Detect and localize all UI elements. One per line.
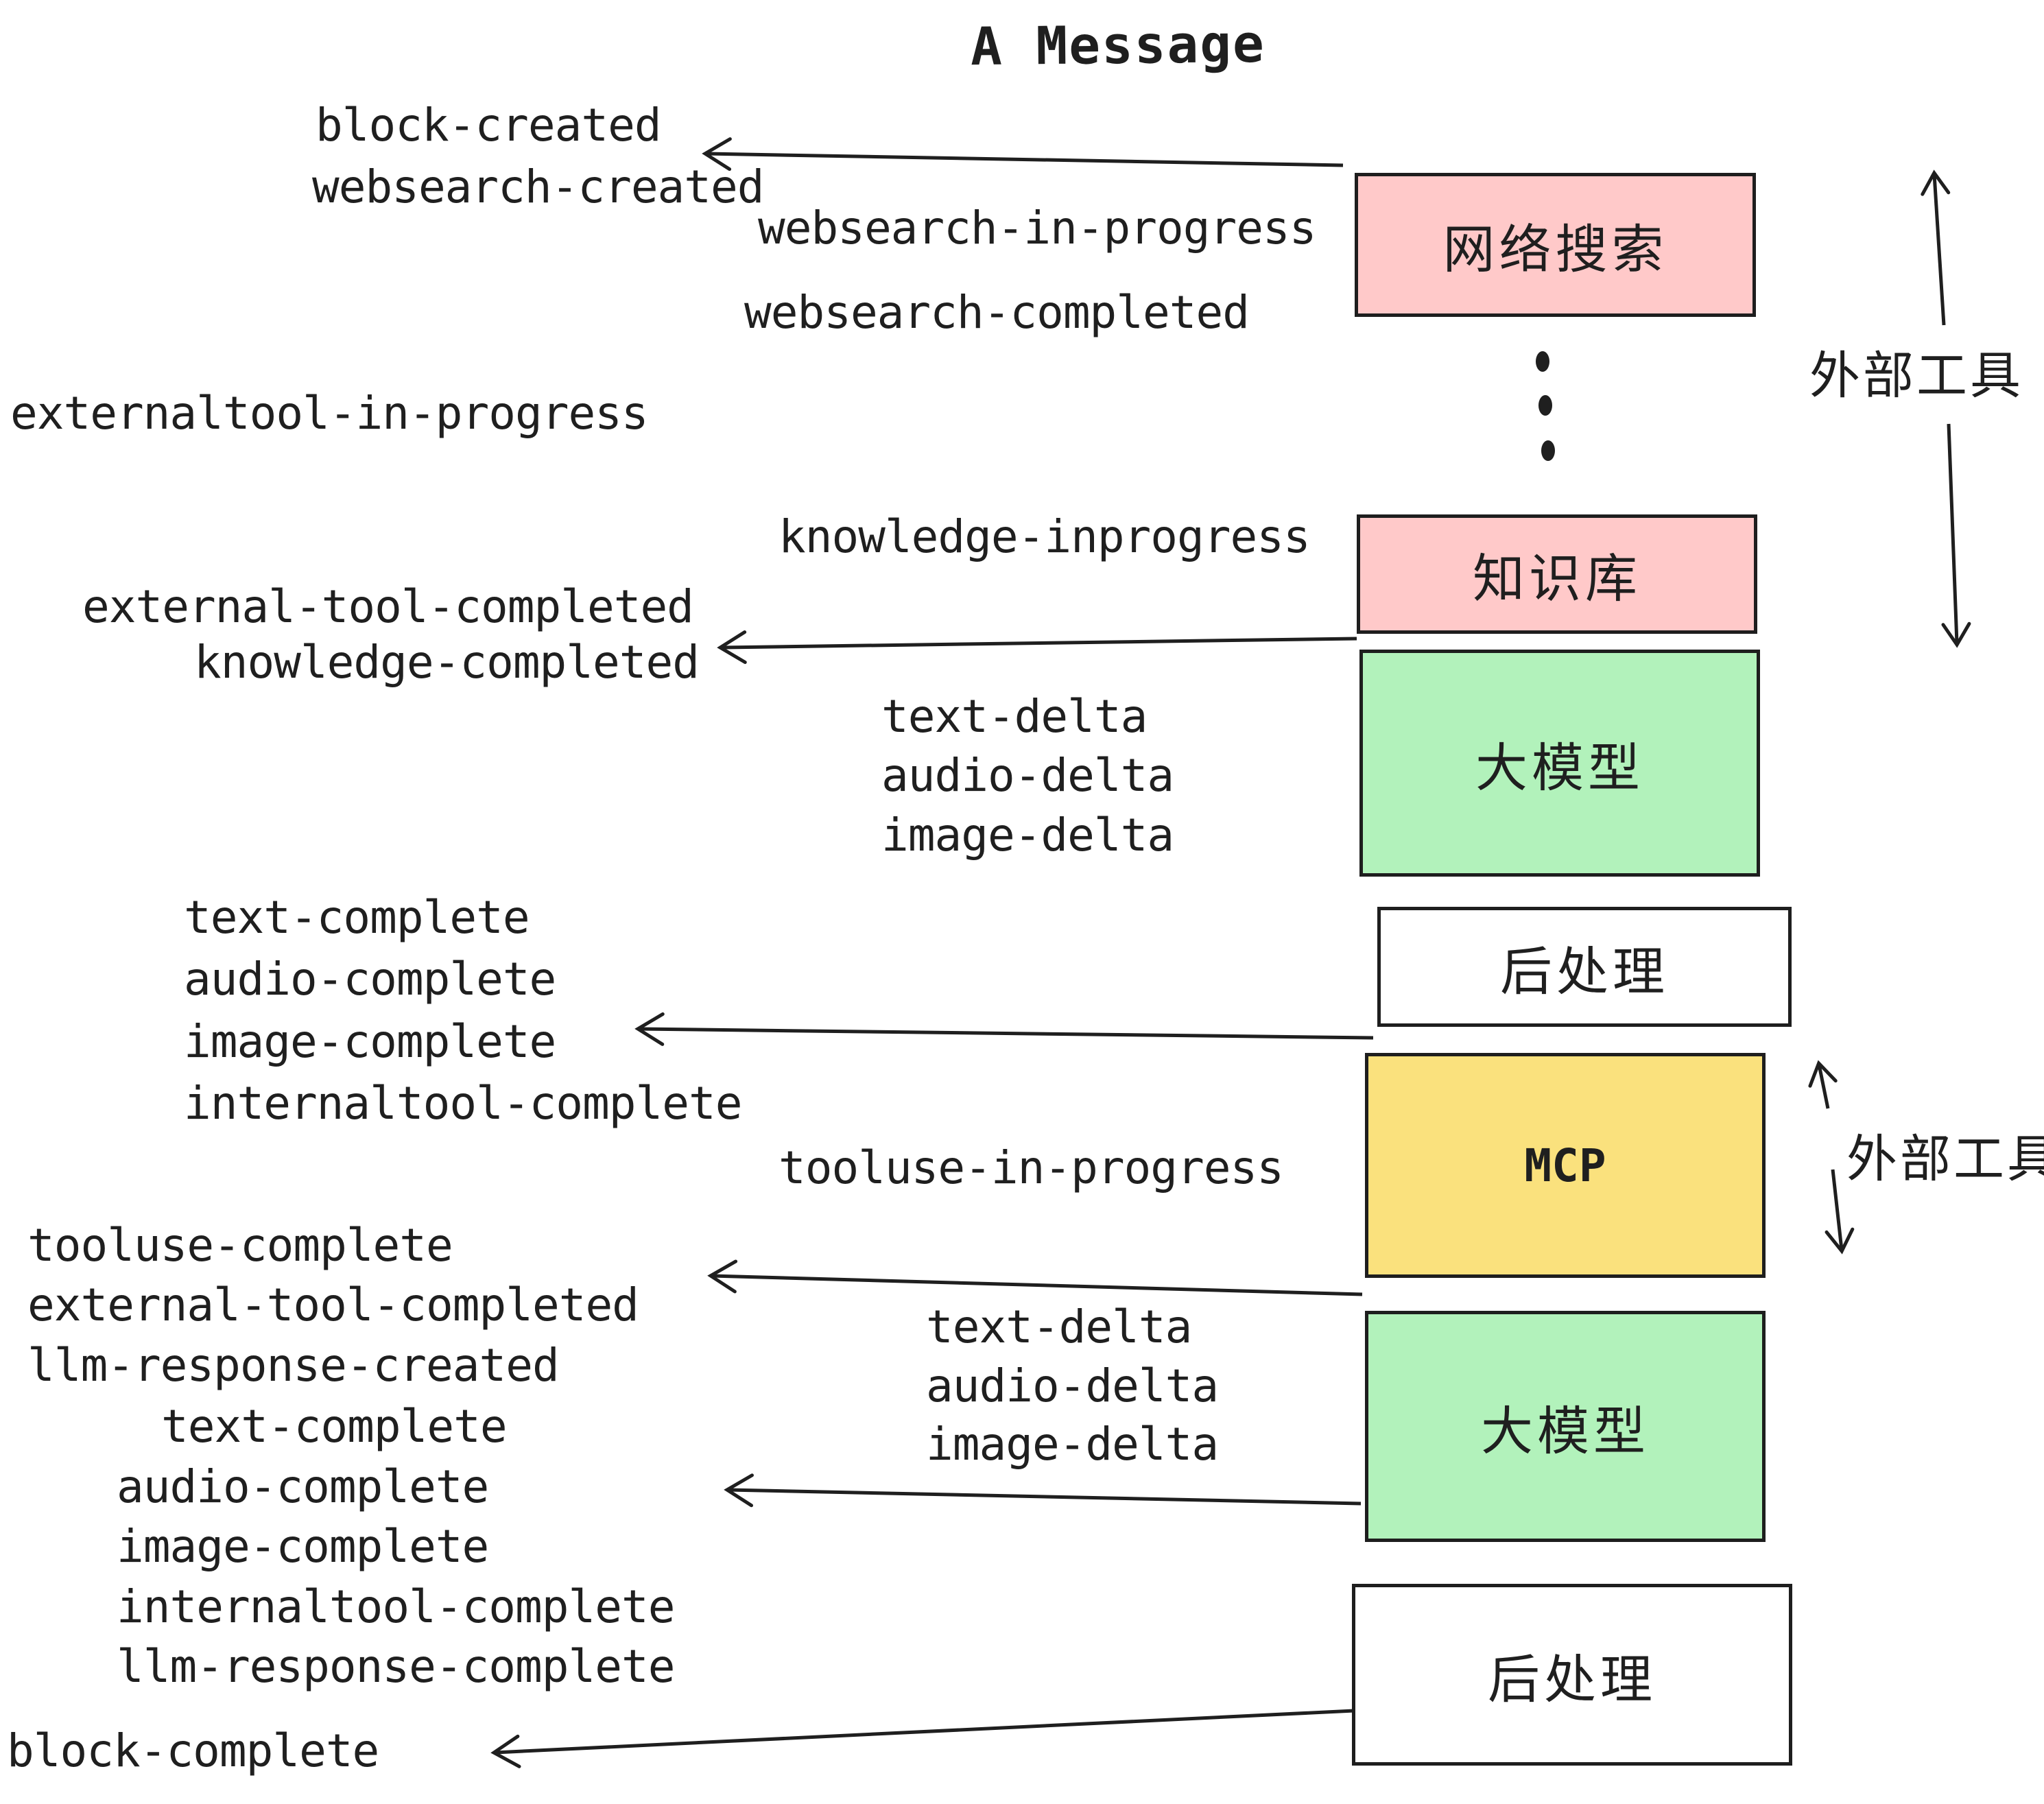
box-post-processing-bottom: 后处理 xyxy=(1352,1584,1792,1766)
box-llm-top-label: 大模型 xyxy=(1475,739,1644,798)
event-websearch-in-progress: websearch-in-progress xyxy=(758,202,1316,254)
event-audio-delta-1: audio-delta xyxy=(881,749,1174,802)
event-internaltool-complete-1: internaltool-complete xyxy=(184,1077,742,1130)
event-tooluse-complete: tooluse-complete xyxy=(27,1219,453,1272)
arrow-llm2-to-complete-group xyxy=(724,1473,1362,1508)
event-image-complete-1: image-complete xyxy=(184,1015,556,1068)
arrow-external-tools-up xyxy=(1921,169,1951,326)
event-tooluse-in-progress: tooluse-in-progress xyxy=(779,1141,1284,1194)
box-post-processing-top-label: 后处理 xyxy=(1500,942,1669,1001)
box-mcp: MCP xyxy=(1365,1053,1766,1278)
event-audio-complete-1: audio-complete xyxy=(184,953,556,1006)
event-audio-delta-2: audio-delta xyxy=(926,1360,1219,1412)
event-text-complete-2: text-complete xyxy=(161,1400,508,1453)
event-external-tool-completed-2: external-tool-completed xyxy=(27,1279,639,1331)
event-text-delta-2: text-delta xyxy=(926,1301,1192,1353)
box-llm-top: 大模型 xyxy=(1359,650,1760,877)
box-websearch: 网络搜索 xyxy=(1355,173,1756,317)
event-block-created: block-created xyxy=(316,99,662,152)
event-internaltool-complete-2: internaltool-complete xyxy=(117,1580,675,1633)
arrow-mcp-external-down xyxy=(1825,1169,1855,1255)
diagram-title: A Message xyxy=(970,12,1266,78)
event-text-delta-1: text-delta xyxy=(881,690,1148,743)
event-image-delta-1: image-delta xyxy=(881,809,1174,862)
event-websearch-completed: websearch-completed xyxy=(744,286,1250,339)
side-label-external-tools-top: 外部工具 xyxy=(1809,347,2023,404)
event-image-complete-2: image-complete xyxy=(117,1520,489,1573)
arrow-post2-to-block-complete xyxy=(490,1709,1355,1768)
event-llm-response-complete: llm-response-complete xyxy=(117,1640,675,1693)
event-external-tool-completed: external-tool-completed xyxy=(82,580,694,633)
arrow-post-to-complete-group xyxy=(634,1012,1374,1046)
event-knowledge-completed: knowledge-completed xyxy=(194,636,700,689)
event-knowledge-inprogress: knowledge-inprogress xyxy=(779,510,1311,563)
box-knowledge-label: 知识库 xyxy=(1473,550,1641,608)
event-block-complete: block-complete xyxy=(7,1724,379,1777)
arrow-mcp-external-up xyxy=(1808,1060,1838,1109)
arrow-websearch-to-created xyxy=(702,137,1344,171)
side-label-external-tools-mcp: 外部工具 xyxy=(1846,1130,2044,1187)
event-text-complete-1: text-complete xyxy=(184,891,530,944)
arrow-external-tools-down xyxy=(1941,423,1971,648)
box-websearch-label: 网络搜索 xyxy=(1442,221,1668,279)
box-llm-bottom: 大模型 xyxy=(1365,1311,1766,1542)
event-image-delta-2: image-delta xyxy=(926,1418,1219,1471)
event-websearch-created: websearch-created xyxy=(312,161,765,213)
ellipsis-dots xyxy=(1536,351,1555,461)
box-post-processing-bottom-label: 后处理 xyxy=(1488,1650,1656,1709)
event-llm-response-created: llm-response-created xyxy=(27,1339,560,1392)
box-post-processing-top: 后处理 xyxy=(1377,907,1792,1027)
box-llm-bottom-label: 大模型 xyxy=(1481,1402,1650,1461)
box-mcp-label: MCP xyxy=(1524,1139,1606,1192)
arrow-llm-to-knowledge-completed xyxy=(717,630,1357,665)
event-audio-complete-2: audio-complete xyxy=(117,1460,489,1513)
box-knowledge: 知识库 xyxy=(1357,514,1757,634)
arrow-mcp-to-tooluse-complete xyxy=(707,1259,1363,1296)
event-externaltool-in-progress: externaltool-in-progress xyxy=(10,387,649,440)
